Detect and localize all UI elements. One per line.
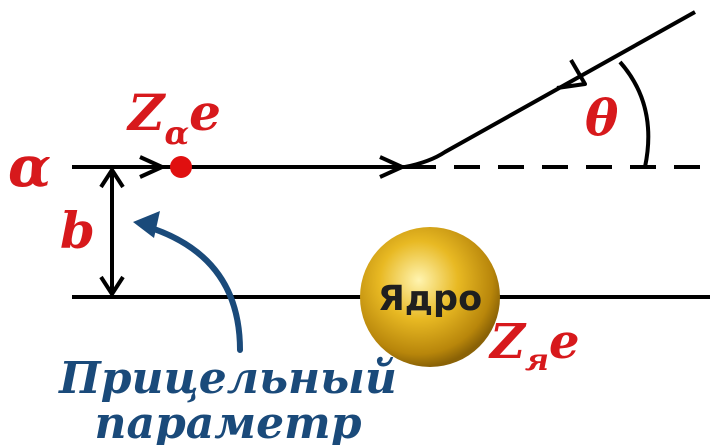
alpha-particle bbox=[170, 156, 192, 178]
nucleus-charge-suffix: e bbox=[549, 314, 580, 370]
alpha-charge-subscript: α bbox=[165, 114, 190, 152]
alpha-charge-base: Z bbox=[126, 83, 167, 142]
alpha-charge-label: Zαe bbox=[126, 83, 221, 152]
scattering-angle-symbol: θ bbox=[585, 88, 619, 147]
caption-pointer-arrow bbox=[142, 223, 243, 353]
deflected-arrow bbox=[556, 58, 587, 90]
nucleus-charge-subscript: я bbox=[525, 343, 549, 378]
impact-parameter-symbol: b bbox=[60, 201, 95, 260]
impact-arrow-bottom bbox=[99, 275, 125, 296]
trajectory-arrow-2 bbox=[379, 155, 404, 179]
deflected-trajectory-line bbox=[404, 10, 696, 169]
trajectory-arrow-1 bbox=[139, 155, 164, 179]
nucleus-label: Ядро bbox=[378, 279, 482, 319]
scattering-angle-arc bbox=[618, 60, 651, 168]
impact-arrow-top bbox=[99, 168, 125, 189]
nucleus-charge-label: Zяe bbox=[488, 314, 579, 378]
alpha-symbol: α bbox=[8, 134, 51, 200]
caption-line-2: параметр bbox=[95, 398, 362, 445]
caption-line-1: Прицельный bbox=[57, 353, 397, 404]
alpha-charge-suffix: e bbox=[189, 83, 221, 142]
caption-pointer-arrowhead bbox=[133, 211, 160, 238]
nucleus-charge-base: Z bbox=[488, 314, 527, 370]
nucleus bbox=[360, 227, 500, 367]
